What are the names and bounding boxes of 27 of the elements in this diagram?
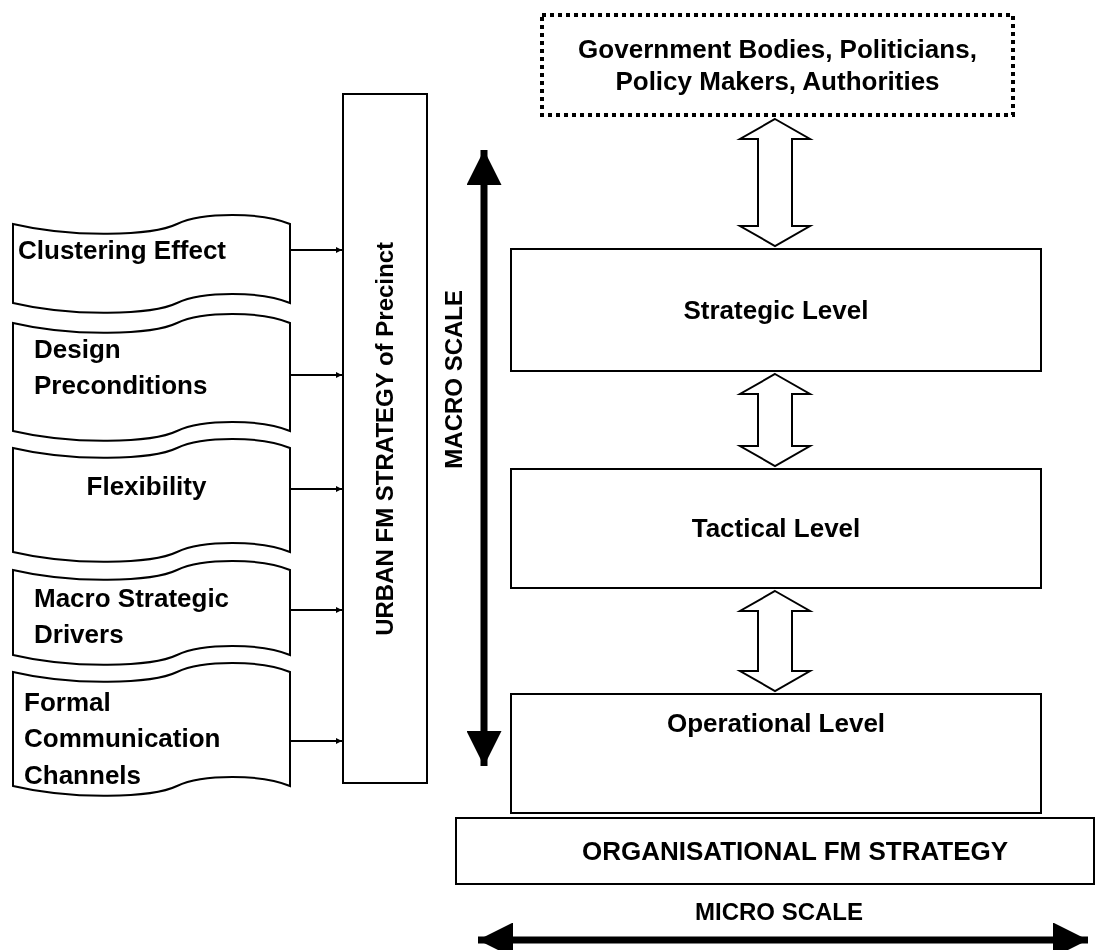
process-box: [510, 693, 1042, 814]
node-label: Operational Level: [666, 707, 886, 740]
process-box: [510, 248, 1042, 372]
arrow: [290, 738, 343, 744]
node-label: ORGANISATIONAL FM STRATEGY: [581, 834, 1009, 868]
arrow: [290, 372, 343, 378]
process-box: [510, 468, 1042, 589]
arrow: [290, 607, 343, 613]
block-arrow: [736, 117, 814, 248]
node-label: Design Preconditions: [34, 333, 209, 403]
node-label: Strategic Level: [683, 293, 869, 327]
node-label: Flexibility: [86, 470, 207, 503]
node-label: Macro Strategic Drivers: [34, 582, 231, 652]
node-label: Formal Communication Channels: [24, 686, 222, 792]
scale-label: MACRO SCALE: [440, 290, 468, 469]
foundation-bar: [455, 817, 1095, 885]
arrow: [290, 486, 343, 492]
node-label: URBAN FM STRATEGY of Precinct: [370, 241, 400, 636]
dotted-box: [540, 13, 1015, 117]
scale-label: MICRO SCALE: [695, 898, 863, 926]
vertical-box: [342, 93, 428, 784]
node-label: Government Bodies, Politicians, Policy Makers, Authorities: [577, 32, 978, 98]
block-arrow: [736, 589, 814, 693]
arrow: [290, 247, 343, 253]
node-label: Clustering Effect: [18, 234, 227, 267]
block-arrow: [736, 372, 814, 468]
node-label: Tactical Level: [691, 512, 861, 546]
